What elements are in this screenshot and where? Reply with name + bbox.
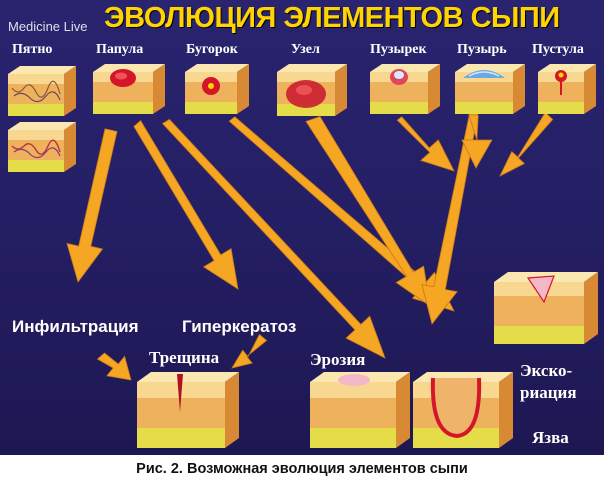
skin-tile-vesicle <box>370 64 440 114</box>
label-pyatno: Пятно <box>12 42 53 57</box>
arrow-hyperkeratosis-to-fissure <box>231 333 268 369</box>
arrow-pustula-to-erosion <box>499 111 554 177</box>
skin-tile-bulla <box>455 64 525 114</box>
arrow-infiltration-to-fissure <box>96 352 132 381</box>
skin-tile-erosion <box>310 372 410 448</box>
label-infiltration: Инфильтрация <box>12 317 139 336</box>
arrow-pyzyr-down <box>461 114 493 169</box>
label-fissure: Трещина <box>149 348 220 367</box>
skin-tile-ulcer <box>413 372 513 448</box>
label-pustula: Пустула <box>532 42 584 57</box>
skin-tile-papule <box>93 64 165 114</box>
arrow-bugorok-to-erosion <box>161 118 386 359</box>
skin-tile-excoriation <box>494 272 598 344</box>
arrow-papula-to-infiltration <box>66 128 118 283</box>
arrow-papula-to-hyperkeratosis <box>133 119 239 290</box>
label-excoriation-line2: риация <box>520 383 577 402</box>
evolution-arrows <box>66 110 554 381</box>
skin-tile-spot <box>8 66 76 116</box>
watermark: Medicine Live <box>8 19 88 34</box>
diagram-panel: ЭВОЛЮЦИЯ ЭЛЕМЕНТОВ СЫПИ Medicine Live Пя… <box>0 0 604 455</box>
label-hyperkeratosis: Гиперкератоз <box>182 317 297 336</box>
label-pyzyr: Пузырь <box>457 42 507 57</box>
label-pyzyrek: Пузырек <box>370 42 427 57</box>
diagram-title: ЭВОЛЮЦИЯ ЭЛЕМЕНТОВ СЫПИ <box>104 2 560 34</box>
label-excoriation-line1: Экско- <box>520 361 573 380</box>
label-ulcer: Язва <box>532 428 569 447</box>
label-erosion: Эрозия <box>310 350 366 369</box>
label-papula: Папула <box>96 42 144 57</box>
skin-tile-fissure <box>137 372 239 448</box>
skin-tile-tubercle <box>185 64 249 114</box>
skin-tile-pustule <box>538 64 596 114</box>
figure-caption: Рис. 2. Возможная эволюция элементов сып… <box>136 461 468 477</box>
arrow-uzel-to-ulcer <box>305 116 431 307</box>
arrow-pyzyrek-to-erosion <box>396 116 455 172</box>
skin-tile-node <box>277 64 347 116</box>
label-uzel: Узел <box>291 42 320 57</box>
skin-tile-spot-2 <box>8 122 76 172</box>
label-bugorok: Бугорок <box>186 42 238 57</box>
